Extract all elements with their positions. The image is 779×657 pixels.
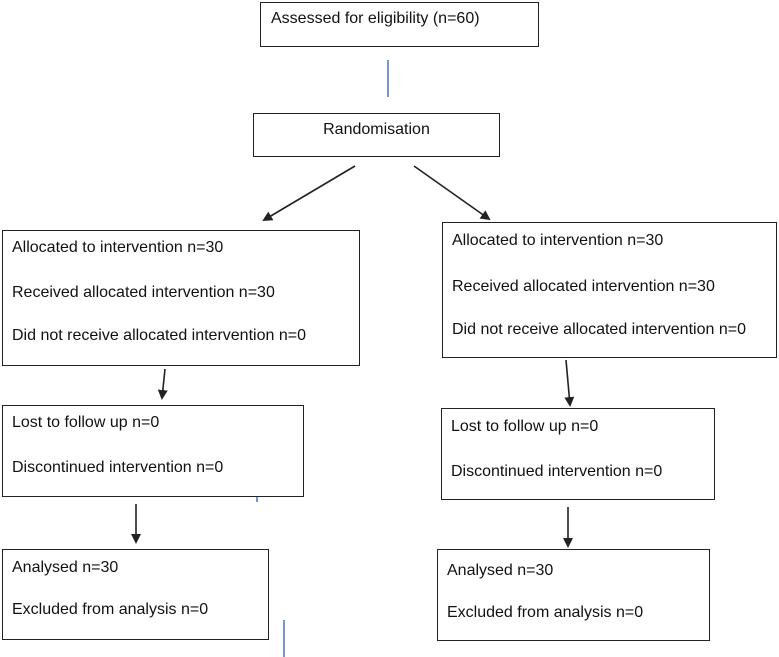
left-analysed-text: Analysed n=30: [12, 559, 119, 576]
left-excluded-text: Excluded from analysis n=0: [12, 601, 209, 618]
right-excluded-text: Excluded from analysis n=0: [447, 604, 644, 621]
arrow-randomisation-left: [262, 165, 356, 222]
eligibility-text: Assessed for eligibility (n=60): [271, 10, 480, 27]
arrow-left-allocation-followup: [157, 368, 168, 400]
left-discontinued-text: Discontinued intervention n=0: [12, 459, 224, 476]
right-discontinued-text: Discontinued intervention n=0: [451, 463, 663, 480]
left-lost-text: Lost to follow up n=0: [12, 414, 160, 431]
right-allocation-box: Allocated to intervention n=30 Received …: [442, 222, 777, 358]
right-allocated-text: Allocated to intervention n=30: [452, 232, 664, 249]
randomisation-text: Randomisation: [323, 121, 430, 138]
right-analysed-text: Analysed n=30: [447, 562, 554, 579]
right-not-received-text: Did not receive allocated intervention n…: [452, 321, 746, 338]
arrow-randomisation-right: [413, 165, 491, 221]
left-allocation-box: Allocated to intervention n=30 Received …: [2, 230, 360, 366]
eligibility-box: Assessed for eligibility (n=60): [260, 2, 539, 47]
left-allocated-text: Allocated to intervention n=30: [12, 239, 224, 256]
left-followup-box: Lost to follow up n=0 Discontinued inter…: [2, 405, 304, 497]
right-received-text: Received allocated intervention n=30: [452, 278, 715, 295]
right-analysis-box: Analysed n=30 Excluded from analysis n=0: [437, 549, 710, 641]
left-analysis-box: Analysed n=30 Excluded from analysis n=0: [2, 549, 269, 640]
right-lost-text: Lost to follow up n=0: [451, 418, 599, 435]
left-not-received-text: Did not receive allocated intervention n…: [12, 327, 306, 344]
right-followup-box: Lost to follow up n=0 Discontinued inter…: [441, 408, 715, 500]
arrow-right-allocation-followup: [564, 359, 575, 407]
left-received-text: Received allocated intervention n=30: [12, 284, 275, 301]
randomisation-box: Randomisation: [253, 113, 500, 157]
